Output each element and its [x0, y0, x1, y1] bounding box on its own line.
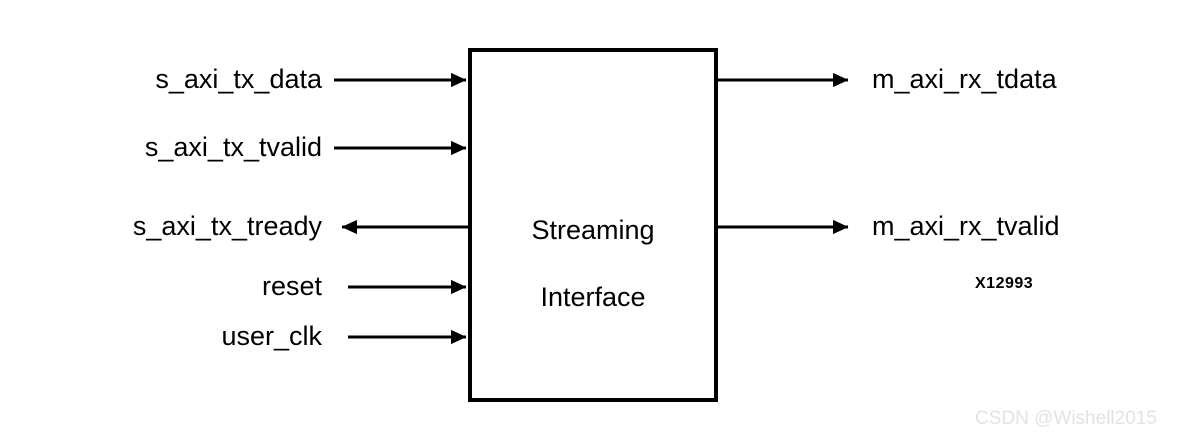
input-signal-lines: [334, 72, 467, 345]
block-label: Streaming Interface: [470, 180, 716, 349]
watermark: CSDN @Wishell2015: [975, 408, 1157, 429]
block-label-line-1: Streaming: [531, 214, 655, 245]
figure-id: X12993: [975, 275, 1034, 292]
signal-label-m_axi_rx_tdata: m_axi_rx_tdata: [872, 64, 1057, 94]
signal-label-s_axi_tx_tvalid: s_axi_tx_tvalid: [144, 132, 322, 162]
streaming-interface-block: [468, 48, 718, 402]
signal-label-s_axi_tx_data: s_axi_tx_data: [155, 64, 322, 94]
signal-label-s_axi_tx_tready: s_axi_tx_tready: [132, 211, 322, 241]
signal-label-reset: reset: [261, 271, 322, 301]
signal-label-m_axi_rx_tvalid: m_axi_rx_tvalid: [872, 211, 1060, 241]
output-signal-lines: [716, 72, 849, 235]
block-label-line-2: Interface: [540, 282, 646, 313]
signal-label-user_clk: user_clk: [221, 321, 322, 351]
